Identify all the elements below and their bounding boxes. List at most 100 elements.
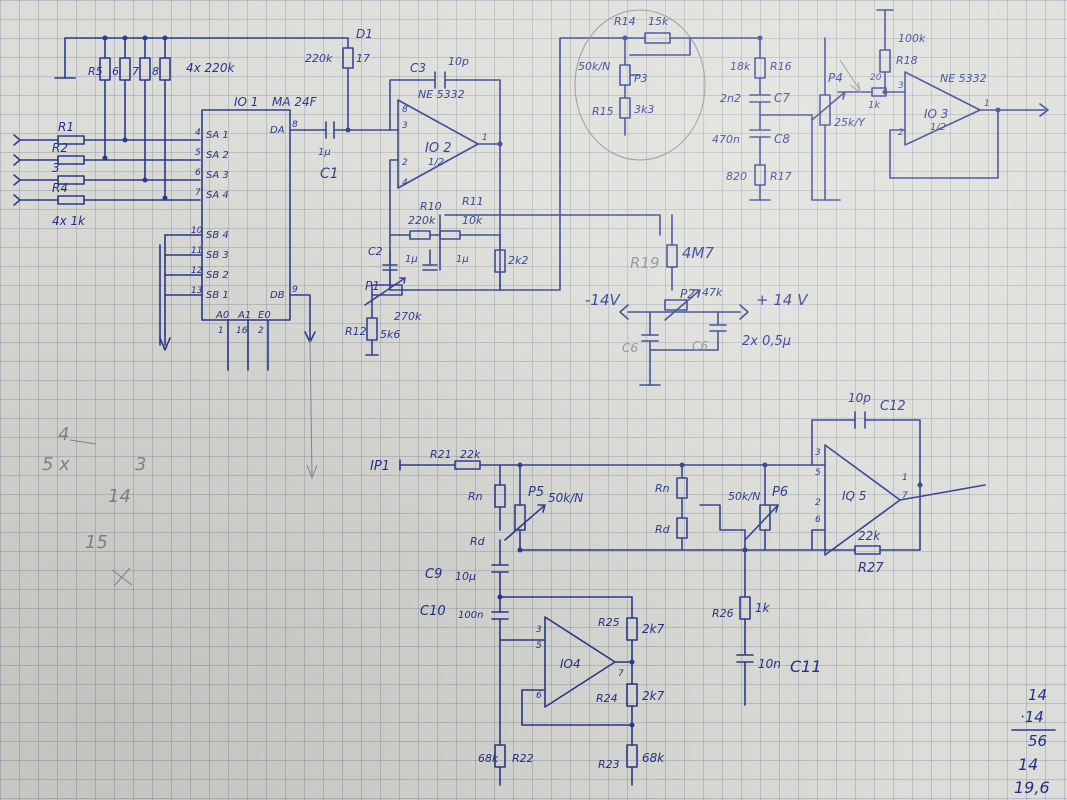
label-rn-1: Rn bbox=[468, 490, 483, 503]
margin-notes: 4 5 x 3 14 15 14 ·14 56 14 19,6 bbox=[42, 424, 1056, 797]
label-4x1k: 4x 1k bbox=[52, 214, 86, 228]
label-c12-value: 10p bbox=[848, 391, 871, 405]
component-labels: R5 6 7 8 4x 220k R1 R2 3 R4 4x 1k D1 17 … bbox=[52, 15, 990, 771]
pin-io2-1: 1 bbox=[482, 133, 488, 143]
label-1k: 1k bbox=[868, 100, 881, 111]
pin-io2-3: 3 bbox=[402, 121, 408, 131]
label-r11-value: 10k bbox=[462, 214, 483, 227]
label-d1: D1 bbox=[356, 27, 373, 41]
label-minus14v: -14V bbox=[585, 291, 621, 309]
pin-2: 2 bbox=[258, 326, 264, 336]
tone-network bbox=[574, 9, 873, 201]
label-r16: R16 bbox=[770, 60, 792, 73]
pin-16: 16 bbox=[236, 326, 248, 336]
label-r19-value: 4M7 bbox=[682, 244, 714, 262]
pin-io3-1: 1 bbox=[984, 99, 990, 109]
pin-6: 6 bbox=[195, 168, 201, 178]
pin-io4-7: 7 bbox=[618, 669, 624, 679]
label-p3: P3 bbox=[634, 72, 648, 85]
label-r12-value: 5k6 bbox=[380, 328, 400, 341]
label-c2-value: 1µ bbox=[405, 254, 418, 265]
pin-io2-8: 8 bbox=[402, 105, 408, 115]
pin-7: 7 bbox=[195, 188, 201, 198]
label-rn-2: Rn bbox=[655, 482, 670, 495]
label-c10-value: 100n bbox=[458, 610, 483, 621]
pin-12: 12 bbox=[191, 266, 203, 276]
label-c9: C9 bbox=[425, 567, 442, 582]
label-c6-a: C6 bbox=[622, 341, 638, 355]
pin-io5-7: 7 bbox=[902, 491, 908, 501]
opamp-io2 bbox=[364, 37, 661, 356]
pin-1: 1 bbox=[218, 326, 224, 336]
note-3: 3 bbox=[135, 454, 146, 475]
pin-8: 8 bbox=[292, 120, 298, 130]
label-c12: C12 bbox=[880, 399, 906, 414]
label-e0: E0 bbox=[258, 310, 271, 321]
label-c7: C7 bbox=[774, 91, 790, 105]
label-c10: C10 bbox=[420, 604, 446, 619]
label-p5: P5 bbox=[528, 485, 544, 500]
label-p2: P2 bbox=[680, 287, 695, 301]
pin-4: 4 bbox=[195, 128, 201, 138]
label-r27: R27 bbox=[858, 561, 884, 576]
label-c3: C3 bbox=[410, 61, 426, 75]
label-r1: R1 bbox=[58, 120, 74, 134]
label-r26: R26 bbox=[712, 607, 734, 620]
calc-line-5: 19,6 bbox=[1014, 778, 1050, 797]
label-p3-value: 50k/N bbox=[578, 60, 610, 73]
pin-10: 10 bbox=[191, 226, 203, 236]
label-r14-value: 15k bbox=[648, 15, 669, 28]
label-p6-value: 50k/N bbox=[728, 490, 760, 503]
label-r24-value: 2k7 bbox=[642, 689, 665, 703]
label-r7: 7 bbox=[132, 65, 139, 78]
label-ip1: IP1 bbox=[370, 459, 390, 474]
label-sa2: SA 2 bbox=[206, 150, 229, 161]
label-rd-1: Rd bbox=[470, 535, 486, 548]
pin-io5-1: 1 bbox=[902, 473, 908, 483]
pin-io2-2: 2 bbox=[402, 158, 408, 168]
label-sa1: SA 1 bbox=[206, 130, 229, 141]
calc-line-2: ·14 bbox=[1020, 708, 1044, 726]
label-r22-value: 68k bbox=[478, 752, 499, 765]
label-sb3: SB 3 bbox=[206, 250, 229, 261]
label-c6-b: C6 bbox=[692, 339, 708, 353]
label-2k2: 2k2 bbox=[508, 254, 528, 267]
label-r16-value: 18k bbox=[730, 60, 751, 73]
note-14: 14 bbox=[108, 486, 131, 507]
label-io1: IO 1 bbox=[234, 95, 258, 109]
label-c2: C2 bbox=[368, 245, 383, 258]
label-r2: R2 bbox=[52, 141, 68, 155]
label-r15-value: 3k3 bbox=[634, 103, 654, 116]
label-sa3: SA 3 bbox=[206, 170, 229, 181]
label-c8: C8 bbox=[774, 132, 790, 146]
label-io5: IQ 5 bbox=[842, 489, 866, 503]
label-r23-value: 68k bbox=[642, 751, 665, 765]
label-rd-2: Rd bbox=[655, 523, 671, 536]
label-r17: 17 bbox=[356, 52, 370, 65]
opamp-io3 bbox=[871, 9, 1049, 179]
calc-line-3: 56 bbox=[1028, 732, 1047, 750]
pin-io5-6: 6 bbox=[815, 515, 821, 525]
pin-11: 11 bbox=[191, 246, 202, 256]
label-r18-value: 100k bbox=[898, 32, 926, 45]
label-r21: R21 bbox=[430, 448, 452, 461]
label-io3-half: 1/2 bbox=[930, 122, 946, 133]
label-c11: C11 bbox=[790, 657, 822, 676]
label-r11: R11 bbox=[462, 195, 484, 208]
label-r19: R19 bbox=[630, 254, 660, 272]
label-c1-value: 1µ bbox=[318, 147, 331, 158]
label-p1-value: 270k bbox=[394, 310, 422, 323]
label-io2-half: 1/2 bbox=[428, 157, 444, 168]
label-p5-value: 50k/N bbox=[548, 491, 583, 505]
offset-supply bbox=[619, 214, 749, 386]
calc-line-1: 14 bbox=[1028, 686, 1047, 704]
label-c7-value: 2n2 bbox=[720, 92, 741, 105]
label-r12: R12 bbox=[345, 325, 367, 338]
label-p2-value: 47k bbox=[702, 286, 723, 299]
label-c5-value: 1µ bbox=[456, 254, 469, 265]
label-r20: 20 bbox=[870, 73, 882, 83]
label-r21-value: 22k bbox=[460, 448, 481, 461]
label-io3: IO 3 bbox=[924, 107, 948, 121]
pin-io3-3: 3 bbox=[898, 81, 904, 91]
label-p4: P4 bbox=[828, 71, 843, 85]
